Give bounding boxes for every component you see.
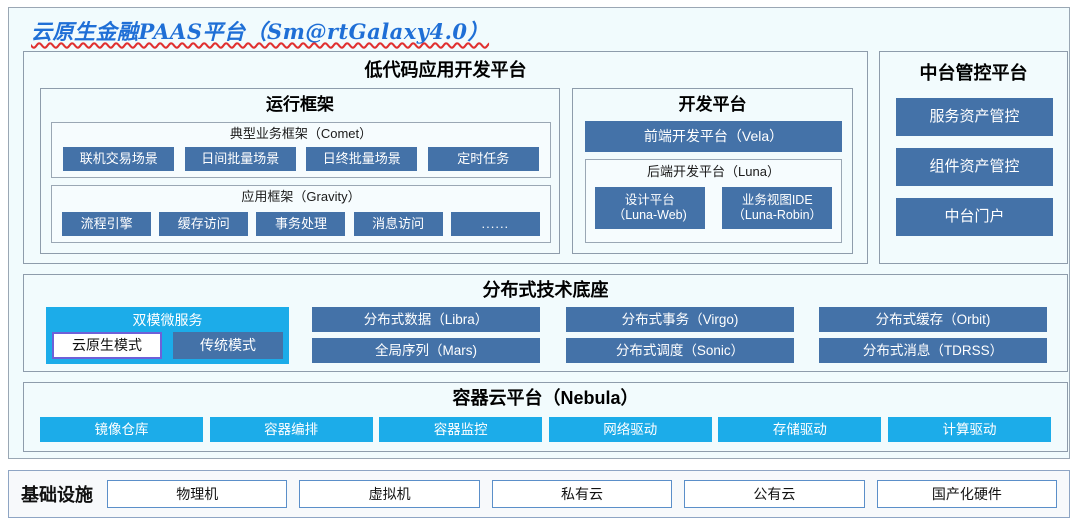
gravity-item-cache-access[interactable]: 缓存访问 <box>159 212 249 236</box>
distributed-column-3: 分布式缓存（Orbit) 分布式消息（TDRSS） <box>819 307 1047 363</box>
midplatform-management-panel: 中台管控平台 服务资产管控 组件资产管控 中台门户 <box>879 51 1068 264</box>
comet-item-intraday-batch[interactable]: 日间批量场景 <box>184 147 296 171</box>
container-chip-row: 镜像仓库 容器编排 容器监控 网络驱动 存储驱动 计算驱动 <box>40 417 1051 442</box>
lowcode-platform-heading: 低代码应用开发平台 <box>364 60 527 80</box>
gravity-framework-title: 应用框架（Gravity） <box>241 189 361 204</box>
backend-dev-platform-title: 后端开发平台（Luna） <box>647 164 780 179</box>
infrastructure-bar: 基础设施 物理机 虚拟机 私有云 公有云 国产化硬件 <box>8 470 1070 518</box>
dualmode-inner-row: 云原生模式 传统模式 <box>52 332 283 359</box>
gravity-item-transaction[interactable]: 事务处理 <box>256 212 346 236</box>
distributed-column-2: 分布式事务（Virgo) 分布式调度（Sonic） <box>566 307 794 363</box>
comet-item-scheduled-task[interactable]: 定时任务 <box>427 147 539 171</box>
runtime-framework-panel: 运行框架 典型业务框架（Comet） 联机交易场景 日间批量场景 日终批量场景 … <box>40 88 560 254</box>
dualmode-traditional-mode[interactable]: 传统模式 <box>173 332 283 359</box>
container-item-orchestration[interactable]: 容器编排 <box>209 417 373 442</box>
dualmode-microservice-title: 双模微服务 <box>132 312 203 328</box>
infra-item-private-cloud[interactable]: 私有云 <box>491 480 673 508</box>
infrastructure-item-list: 物理机 虚拟机 私有云 公有云 国产化硬件 <box>107 480 1058 508</box>
container-item-image-registry[interactable]: 镜像仓库 <box>40 417 203 442</box>
midplatform-management-heading: 中台管控平台 <box>919 63 1028 83</box>
lowcode-platform-panel: 低代码应用开发平台 运行框架 典型业务框架（Comet） 联机交易场景 日间批量… <box>23 51 868 264</box>
midplatform-item-service-asset[interactable]: 服务资产管控 <box>896 98 1053 136</box>
dist-item-tdrss[interactable]: 分布式消息（TDRSS） <box>819 338 1047 363</box>
gravity-framework-subframe: 应用框架（Gravity） 流程引擎 缓存访问 事务处理 消息访问 ...... <box>51 185 551 243</box>
frontend-dev-platform-vela[interactable]: 前端开发平台（Vela） <box>585 121 842 152</box>
container-cloud-platform-panel: 容器云平台（Nebula） 镜像仓库 容器编排 容器监控 网络驱动 存储驱动 计… <box>23 382 1068 452</box>
container-item-network-driver[interactable]: 网络驱动 <box>548 417 712 442</box>
comet-item-eod-batch[interactable]: 日终批量场景 <box>306 147 418 171</box>
distributed-column-1: 分布式数据（Libra） 全局序列（Mars) <box>312 307 540 363</box>
dualmode-microservice-box[interactable]: 双模微服务 云原生模式 传统模式 <box>46 307 289 364</box>
midplatform-chip-list: 服务资产管控 组件资产管控 中台门户 <box>896 98 1053 236</box>
container-item-monitoring[interactable]: 容器监控 <box>379 417 543 442</box>
comet-chip-row: 联机交易场景 日间批量场景 日终批量场景 定时任务 <box>52 147 550 171</box>
development-platform-heading: 开发平台 <box>678 95 747 114</box>
gravity-item-more[interactable]: ...... <box>450 212 540 236</box>
dist-item-libra[interactable]: 分布式数据（Libra） <box>312 307 540 332</box>
platform-title: 云原生金融PAAS平台（Sm@rtGalaxy4.0） <box>31 19 490 44</box>
dist-item-orbit[interactable]: 分布式缓存（Orbit) <box>819 307 1047 332</box>
luna-web-line2: （Luna-Web) <box>612 208 687 222</box>
luna-robin-line1: 业务视图IDE <box>741 193 813 207</box>
luna-chip-row: 设计平台 （Luna-Web) 业务视图IDE （Luna-Robin） <box>586 187 841 229</box>
container-item-storage-driver[interactable]: 存储驱动 <box>718 417 882 442</box>
backend-dev-platform-subframe: 后端开发平台（Luna） 设计平台 （Luna-Web) 业务视图IDE （Lu… <box>585 159 842 243</box>
midplatform-item-portal[interactable]: 中台门户 <box>896 198 1053 236</box>
dist-item-virgo[interactable]: 分布式事务（Virgo) <box>566 307 794 332</box>
luna-robin-line2: （Luna-Robin） <box>732 208 823 222</box>
infra-item-domestic-hardware[interactable]: 国产化硬件 <box>876 480 1058 508</box>
platform-frame: 云原生金融PAAS平台（Sm@rtGalaxy4.0） 低代码应用开发平台 运行… <box>8 7 1070 459</box>
distributed-tech-base-heading: 分布式技术底座 <box>482 280 609 300</box>
dualmode-cloud-native-mode[interactable]: 云原生模式 <box>52 332 162 359</box>
gravity-item-process-engine[interactable]: 流程引擎 <box>62 212 152 236</box>
comet-framework-subframe: 典型业务框架（Comet） 联机交易场景 日间批量场景 日终批量场景 定时任务 <box>51 122 551 178</box>
container-cloud-platform-heading: 容器云平台（Nebula） <box>452 388 639 408</box>
infra-item-virtual-machine[interactable]: 虚拟机 <box>299 480 480 508</box>
infra-item-physical-machine[interactable]: 物理机 <box>107 480 288 508</box>
gravity-item-message-access[interactable]: 消息访问 <box>353 212 443 236</box>
luna-robin-business-view-ide[interactable]: 业务视图IDE （Luna-Robin） <box>722 187 833 229</box>
infra-item-public-cloud[interactable]: 公有云 <box>684 480 865 508</box>
luna-web-design-platform[interactable]: 设计平台 （Luna-Web) <box>594 187 705 229</box>
comet-item-online-trade[interactable]: 联机交易场景 <box>63 147 175 171</box>
dist-item-mars[interactable]: 全局序列（Mars) <box>312 338 540 363</box>
runtime-framework-heading: 运行框架 <box>266 95 334 114</box>
gravity-chip-row: 流程引擎 缓存访问 事务处理 消息访问 ...... <box>52 212 550 236</box>
distributed-tech-base-panel: 分布式技术底座 双模微服务 云原生模式 传统模式 分布式数据（Libra） 全局… <box>23 274 1068 372</box>
luna-web-line1: 设计平台 <box>624 193 675 207</box>
container-item-compute-driver[interactable]: 计算驱动 <box>887 417 1051 442</box>
comet-framework-title: 典型业务框架（Comet） <box>229 126 373 141</box>
dist-item-sonic[interactable]: 分布式调度（Sonic） <box>566 338 794 363</box>
infrastructure-label: 基础设施 <box>21 485 93 505</box>
development-platform-panel: 开发平台 前端开发平台（Vela） 后端开发平台（Luna） 设计平台 （Lun… <box>572 88 853 254</box>
midplatform-item-component-asset[interactable]: 组件资产管控 <box>896 148 1053 186</box>
